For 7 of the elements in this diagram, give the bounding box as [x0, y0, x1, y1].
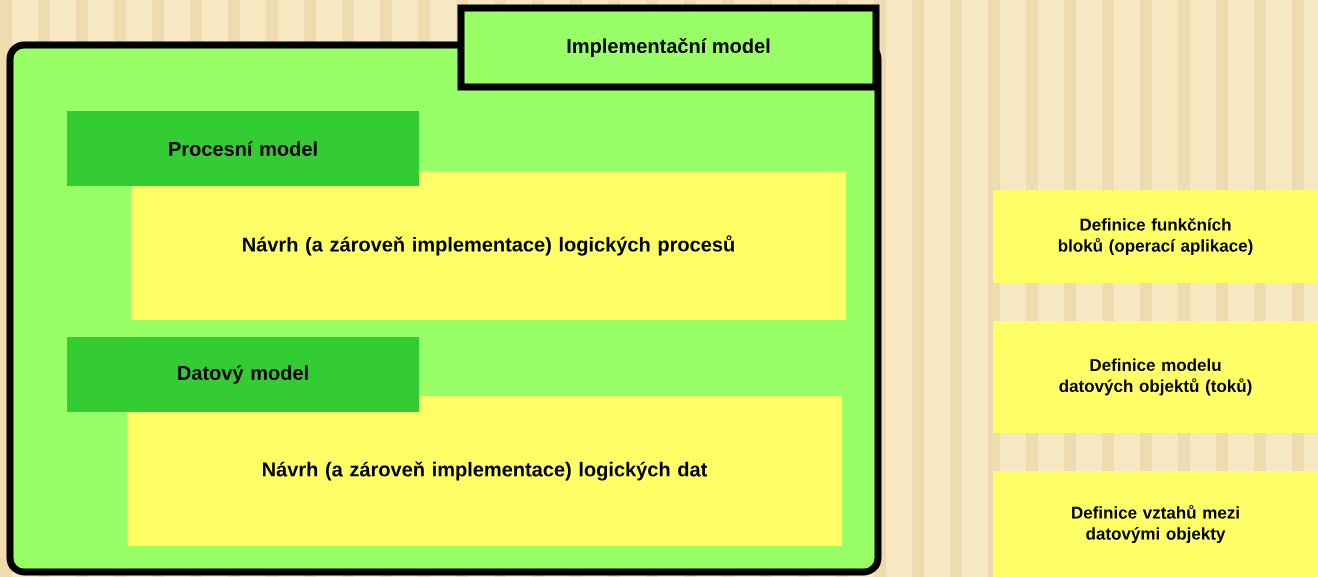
section-tab: Procesní model — [67, 111, 419, 186]
description-box: Návrh (a zároveň implementace) logických dat — [127, 396, 842, 546]
definition-box: Definice funkčních bloků (operací aplikace) — [993, 190, 1318, 283]
definition-box: Definice vztahů mezi datovými objekty — [993, 471, 1318, 577]
description-box: Návrh (a zároveň implementace) logických procesů — [131, 171, 846, 320]
definition-box: Definice modelu datových objektů (toků) — [993, 321, 1318, 433]
section-tab: Datový model — [67, 337, 419, 412]
